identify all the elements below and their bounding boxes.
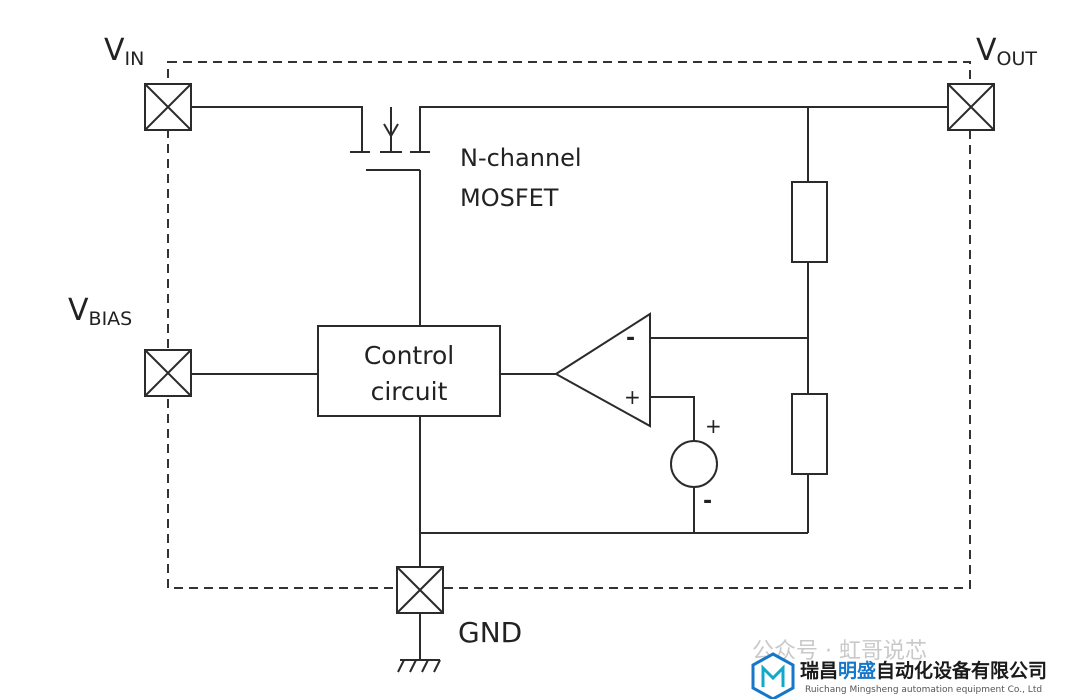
control-circuit-box [317,325,501,417]
mosfet-label-line2: MOSFET [460,184,559,212]
control-label-line2: circuit [371,377,448,406]
error-amplifier [554,312,651,428]
resistor-upper [791,181,828,263]
vbias-label: VBIAS [68,293,132,330]
pin-vbias-pad [144,349,192,397]
gnd-label: GND [458,616,522,649]
source-plus-sign: + [705,414,722,438]
control-label-line1: Control [364,341,454,370]
mosfet-label-line1: N-channel [460,144,582,172]
resistor-lower [791,393,828,475]
opamp-minus-sign: - [626,326,635,351]
company-name: 瑞昌明盛自动化设备有限公司 [800,659,1047,682]
pin-vin-pad [144,83,192,131]
vout-label: VOUT [976,33,1037,70]
reference-voltage-source [670,440,718,488]
n-channel-mosfet [350,107,430,171]
vin-label: VIN [104,33,144,70]
pin-gnd-pad [396,566,444,614]
opamp-plus-sign: + [624,385,641,409]
pin-vout-pad [947,83,995,131]
source-minus-sign: - [703,489,712,514]
company-logo-icon [751,652,795,699]
company-name-english: Ruichang Mingsheng automation equipment … [805,685,1042,695]
package-boundary [167,61,971,589]
ground-icon [397,659,441,673]
wires [192,106,948,660]
